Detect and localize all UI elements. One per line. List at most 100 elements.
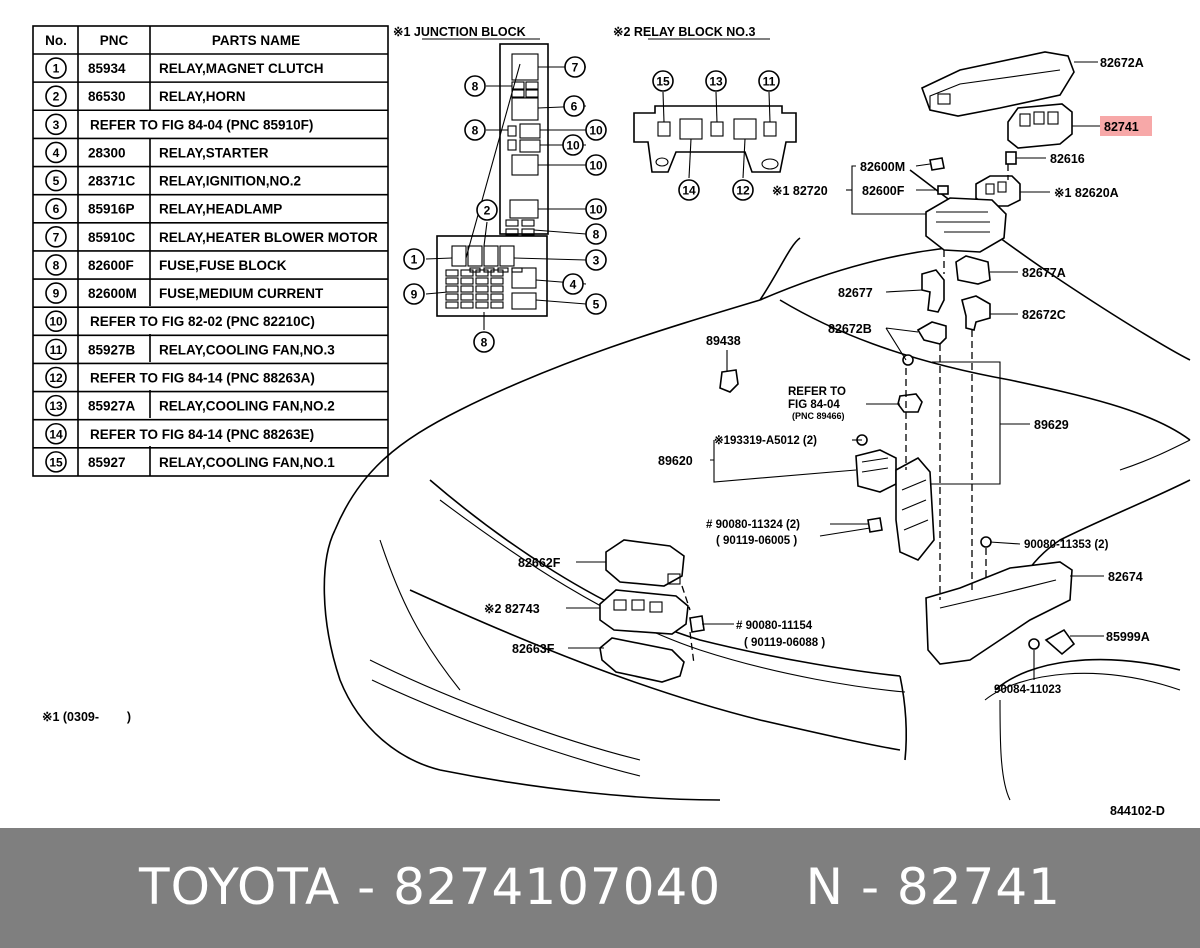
row-pnc[interactable]: 86530	[88, 89, 126, 104]
relay-block-82743	[599, 589, 689, 635]
callout-circle	[585, 293, 607, 315]
label-85999A[interactable]: 85999A	[1106, 630, 1150, 644]
row-number-circle	[45, 394, 67, 417]
label-82674[interactable]: 82674	[1108, 570, 1143, 584]
row-pnc[interactable]: 85927	[88, 455, 126, 470]
callout-number: 10	[589, 159, 603, 173]
label-82620A[interactable]: ※1 82620A	[1054, 186, 1119, 200]
part-labels: 82672A 82741 82616 82600M ※1 82720 82600…	[42, 56, 1165, 818]
row-reference[interactable]: REFER TO FIG 84-04 (PNC 85910F)	[90, 117, 313, 132]
leader-lines	[566, 61, 1104, 680]
callout-number: 8	[472, 124, 479, 138]
row-number-circle	[45, 366, 67, 389]
callout-circle	[473, 331, 495, 353]
label-refer-pnc: (PNC 89466)	[792, 411, 845, 421]
label-82600M[interactable]: 82600M	[860, 160, 905, 174]
label-82677[interactable]: 82677	[838, 286, 873, 300]
callout-circle	[585, 249, 607, 271]
callout-circle	[705, 70, 727, 92]
callout-circle	[464, 75, 486, 97]
callout-number: 13	[709, 75, 723, 89]
row-pnc[interactable]: 85927A	[88, 399, 136, 414]
row-pnc[interactable]: 85916P	[88, 202, 135, 217]
label-refer-fig: FIG 84-04	[788, 399, 840, 411]
row-number: 8	[53, 258, 60, 272]
header-pnc: PNC	[100, 33, 129, 48]
row-number: 12	[49, 371, 63, 385]
label-82663F[interactable]: 82663F	[512, 642, 555, 656]
fuse-block-82720	[925, 197, 1007, 253]
parts-drawings	[599, 51, 1076, 683]
callout-circle	[564, 56, 586, 78]
row-number: 13	[49, 399, 63, 413]
cover-82662F	[605, 539, 685, 587]
callout-circle	[476, 199, 498, 221]
row-pnc[interactable]: 85927B	[88, 342, 136, 357]
relay-block-82741	[1007, 103, 1073, 149]
label-90080-11154[interactable]: # 90080-11154	[736, 620, 813, 632]
header-no: No.	[45, 33, 67, 48]
bracket-89629	[895, 456, 935, 561]
row-number: 14	[49, 427, 63, 441]
callout-number: 3	[593, 254, 600, 268]
label-82672B[interactable]: 82672B	[828, 322, 872, 336]
row-number: 4	[53, 146, 60, 160]
callout-number: 10	[566, 139, 580, 153]
callout-number: 9	[411, 288, 418, 302]
callout-number: 10	[589, 124, 603, 138]
row-reference[interactable]: REFER TO FIG 82-02 (PNC 82210C)	[90, 314, 315, 329]
label-82677A[interactable]: 82677A	[1022, 266, 1066, 280]
figure-code: 844102-D	[1110, 804, 1165, 818]
module-89620	[855, 449, 897, 493]
label-89629[interactable]: 89629	[1034, 418, 1069, 432]
label-refer-to: REFER TO	[788, 386, 846, 398]
label-89438[interactable]: 89438	[706, 334, 741, 348]
label-90080-11353[interactable]: 90080-11353 (2)	[1024, 539, 1109, 551]
row-pnc[interactable]: 28371C	[88, 174, 136, 189]
label-82672C[interactable]: 82672C	[1022, 308, 1066, 322]
row-number-circle	[45, 338, 67, 361]
row-number: 2	[53, 90, 60, 104]
row-pnc[interactable]: 85934	[88, 61, 126, 76]
callout-number: 4	[570, 278, 577, 292]
row-number-circle	[45, 57, 67, 79]
callout-circle	[585, 223, 607, 245]
callout-number: 8	[593, 228, 600, 242]
vehicle-outline	[323, 169, 1191, 801]
label-82720[interactable]: ※1 82720	[772, 184, 828, 198]
row-part-name: RELAY,IGNITION,NO.2	[159, 174, 301, 189]
row-number-circle	[45, 254, 67, 276]
label-82741-highlight	[1100, 116, 1152, 136]
row-pnc[interactable]: 82600M	[88, 286, 137, 301]
row-pnc[interactable]: 82600F	[88, 258, 134, 273]
row-part-name: RELAY,COOLING FAN,NO.3	[159, 342, 335, 357]
callout-circle	[732, 179, 754, 201]
row-part-name: FUSE,MEDIUM CURRENT	[159, 286, 324, 301]
row-pnc[interactable]: 28300	[88, 145, 126, 160]
lower-box-82674	[925, 561, 1073, 665]
label-90119-06005: ( 90119-06005 )	[716, 535, 797, 547]
callout-circle	[563, 95, 585, 117]
label-90080-11324[interactable]: # 90080-11324 (2)	[706, 519, 800, 531]
label-89620[interactable]: 89620	[658, 454, 693, 468]
footer-bar: TOYOTA - 8274107040 N - 82741	[0, 828, 1200, 948]
label-82741[interactable]: 82741	[1104, 120, 1139, 134]
row-number-circle	[45, 451, 67, 473]
label-82743[interactable]: ※2 82743	[484, 602, 540, 616]
label-193319[interactable]: ※193319-A5012 (2)	[714, 434, 817, 447]
callout-number: 1	[411, 253, 418, 267]
row-reference[interactable]: REFER TO FIG 84-14 (PNC 88263A)	[90, 370, 315, 385]
label-90084-11023[interactable]: 90084-11023	[994, 684, 1061, 696]
label-82662F[interactable]: 82662F	[518, 556, 561, 570]
junction-block: ※1 JUNCTION BLOCK 786	[393, 25, 607, 353]
callout-number: 6	[571, 100, 578, 114]
label-82600F[interactable]: 82600F	[862, 184, 905, 198]
callout-circle	[585, 154, 607, 176]
label-82672A[interactable]: 82672A	[1100, 56, 1144, 70]
row-number: 1	[53, 62, 60, 76]
row-pnc[interactable]: 85910C	[88, 230, 136, 245]
label-82616[interactable]: 82616	[1050, 152, 1085, 166]
row-reference[interactable]: REFER TO FIG 84-14 (PNC 88263E)	[90, 427, 314, 442]
